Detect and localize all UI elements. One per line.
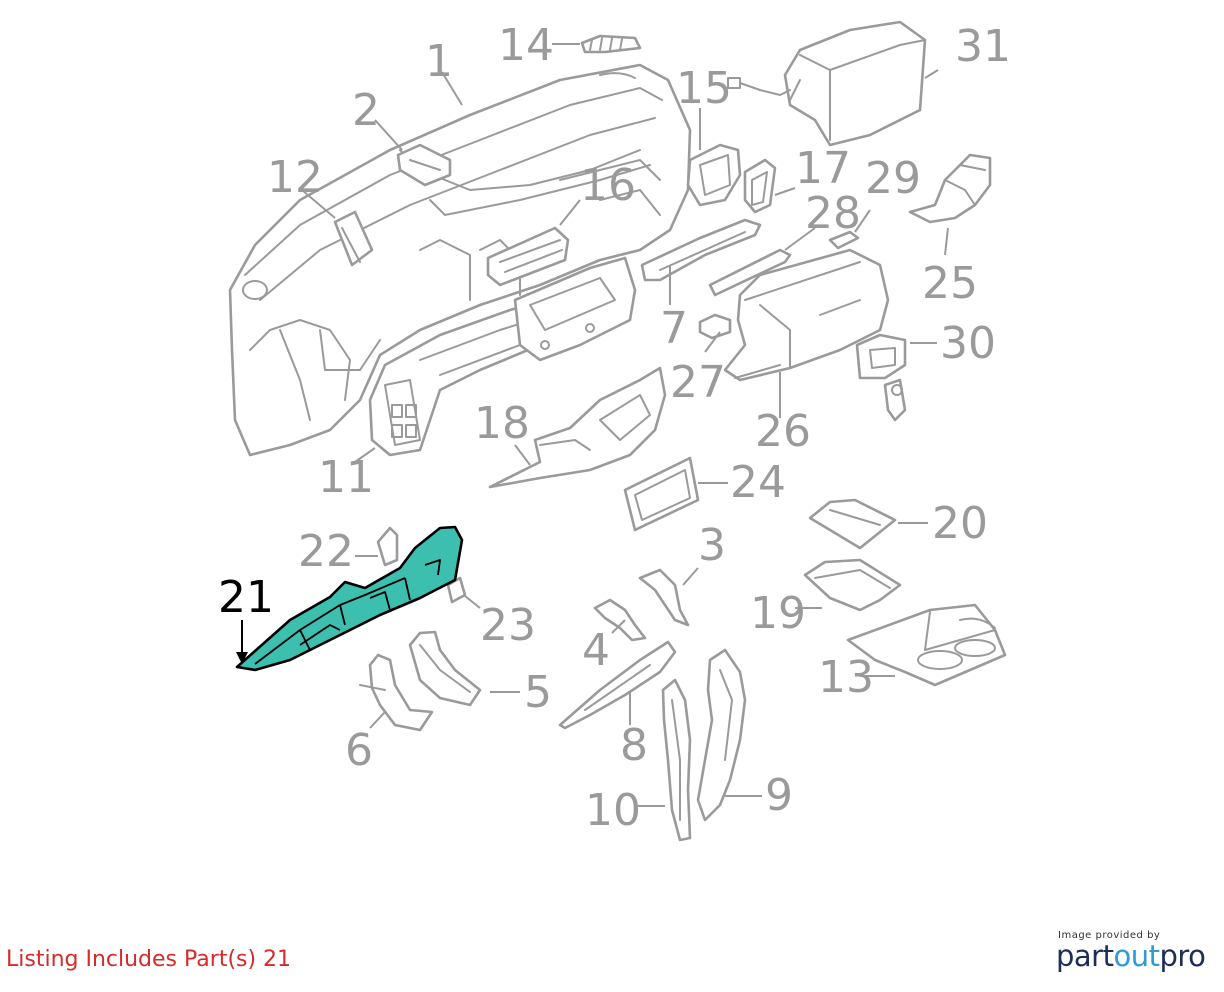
logo-out: out: [1113, 939, 1160, 973]
part-9-support: [696, 648, 747, 822]
partoutpro-logo: partoutpro: [1056, 941, 1216, 971]
callout-31: 31: [955, 21, 1011, 72]
part-14-vent-grille: [580, 34, 642, 54]
part-4-bracket: [593, 598, 647, 642]
leader-lines: [236, 43, 949, 807]
part-31-airbag-module: [727, 20, 927, 147]
part-29-clip: [828, 230, 860, 250]
part-25-side-cover: [908, 153, 992, 224]
callout-29: 29: [865, 153, 921, 204]
callout-28: 28: [805, 188, 861, 239]
callout-12: 12: [267, 152, 323, 203]
part-20-tray: [808, 498, 897, 550]
part-3-bracket: [638, 568, 690, 627]
part-26-glove-box: [723, 248, 890, 382]
callout-2: 2: [352, 85, 380, 136]
callout-24: 24: [730, 457, 786, 508]
callout-6: 6: [345, 725, 373, 776]
center-stack: [513, 256, 637, 362]
callout-3: 3: [698, 520, 726, 571]
callout-26: 26: [755, 406, 811, 457]
callout-23: 23: [480, 600, 536, 651]
callout-20: 20: [932, 498, 988, 549]
callout-19: 19: [750, 588, 806, 639]
callout-30: 30: [940, 318, 996, 369]
callout-22: 22: [298, 526, 354, 577]
part-24-bezel: [623, 456, 700, 532]
callout-14: 14: [498, 20, 554, 71]
part-13-cup-holder: [846, 603, 1007, 687]
logo-pro: pro: [1159, 939, 1206, 973]
part-15-side-vent: [686, 143, 742, 207]
part-16-center-vent: [486, 226, 570, 287]
part-17-vent: [743, 158, 777, 214]
callout-17: 17: [795, 143, 851, 194]
part-5-bracket: [408, 630, 482, 707]
part-19-drawer: [803, 558, 902, 612]
callout-8: 8: [620, 720, 648, 771]
part-30-glove-box-lock: [855, 333, 907, 422]
part-22-clip: [376, 526, 399, 567]
listing-includes-text: Listing Includes Part(s) 21: [6, 947, 292, 972]
callout-9: 9: [765, 770, 793, 821]
part-7-brace: [640, 218, 762, 282]
part-8-floor-brace: [558, 640, 677, 730]
callout-21: 21: [218, 572, 274, 623]
callout-7: 7: [660, 303, 688, 354]
callout-15: 15: [676, 63, 732, 114]
part-10-support: [661, 678, 692, 842]
image-credit: Image provided by partoutpro: [1056, 930, 1216, 971]
part-21-lower-cover-highlighted[interactable]: [235, 525, 464, 672]
callout-11: 11: [318, 452, 374, 503]
callout-numbers: 1 2 3 4 5 6 7 8 9 10 11 12 13 14 15 16 1…: [218, 20, 1011, 836]
image-provided-by-text: Image provided by: [1058, 930, 1161, 941]
callout-18: 18: [474, 398, 530, 449]
logo-part: part: [1056, 939, 1114, 973]
callout-4: 4: [582, 625, 610, 676]
part-12-side-vent: [333, 210, 374, 267]
callout-16: 16: [580, 160, 636, 211]
callout-1: 1: [425, 36, 453, 87]
part-6-bracket: [359, 653, 434, 732]
part-28-support: [708, 248, 792, 297]
part-18-lower-panel: [488, 366, 667, 489]
callout-13: 13: [818, 652, 874, 703]
callout-27: 27: [670, 357, 726, 408]
part-1-instrument-panel: [228, 63, 692, 457]
callout-5: 5: [524, 667, 552, 718]
part-27-bracket: [698, 313, 732, 340]
part-2-defroster-vent: [396, 143, 452, 187]
callout-10: 10: [585, 785, 641, 836]
callout-25: 25: [922, 258, 978, 309]
